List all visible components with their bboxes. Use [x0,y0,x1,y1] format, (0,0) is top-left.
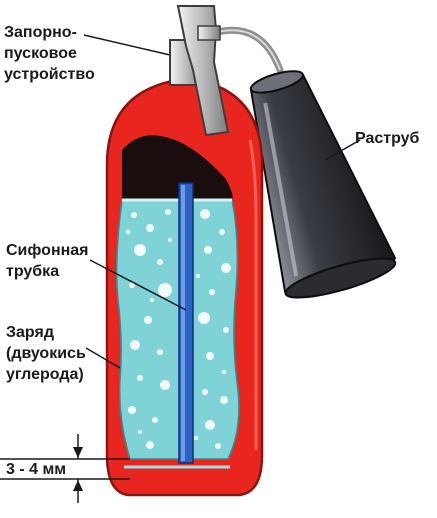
valve-lever [176,5,230,137]
bubble [134,244,146,256]
bubble [202,389,208,395]
bubble [209,289,215,295]
bubble [205,420,215,430]
bubble [204,246,212,254]
dimension-marker [0,434,130,503]
bubble [206,352,214,360]
bubble [131,212,137,218]
bubble [219,229,225,235]
bubble [126,230,130,234]
bubble [168,238,172,242]
label-gap: 3 - 4 мм [6,461,67,478]
bubble [138,430,142,434]
label-horn: Раструб [355,130,420,147]
bubble [194,436,198,440]
bubble [128,406,136,414]
bubble [158,283,172,297]
leader-charge [85,347,121,369]
bubble [144,316,152,324]
bubble [146,224,154,232]
bubble [198,312,210,324]
bubble [165,209,171,215]
leader-valve [83,34,171,56]
bubble [157,259,163,265]
bubble [196,274,200,278]
bubble [222,370,226,374]
bubble [215,443,221,449]
bubble [160,380,170,390]
label-charge: Заряд (двуокись углерода) [6,324,86,383]
bubble [223,327,229,333]
liquid-charge [115,199,240,460]
bubbles [126,209,231,449]
bubble [150,298,154,302]
bubble [146,441,154,449]
bubble [130,340,140,350]
leader-horn [324,139,361,161]
leader-siphon [89,259,187,311]
bubble [200,209,210,219]
bubble [221,263,231,273]
label-valve: Запорно- пусковое устройство [4,24,95,83]
label-siphon: Сифонная трубка [6,242,89,280]
horn [249,70,397,299]
bubble [137,375,143,381]
gas-region [122,135,233,200]
bubble [157,349,163,355]
bubble [220,396,228,404]
bubble [152,417,158,423]
